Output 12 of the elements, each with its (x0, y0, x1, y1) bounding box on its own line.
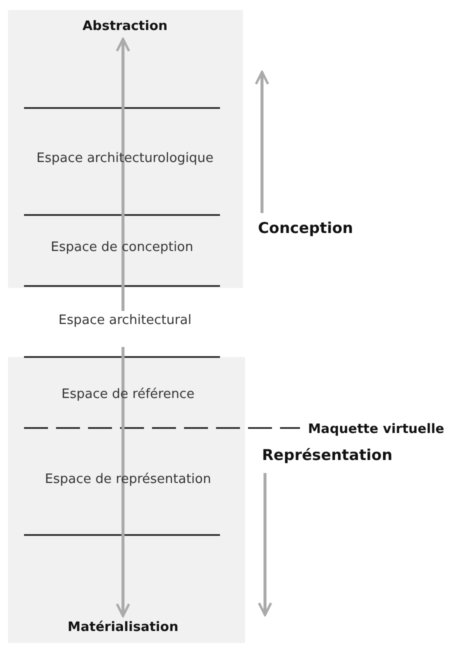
arrow (116, 347, 130, 618)
heading-label: Matérialisation (68, 620, 178, 636)
heading-label: Abstraction (82, 19, 168, 35)
process-label: Représentation (262, 446, 392, 465)
layer-label: Espace de représentation (44, 472, 212, 488)
annotation-label: Maquette virtuelle (308, 421, 444, 438)
layer-label: Espace de conception (50, 240, 194, 256)
layer-label: Espace architecturologique (36, 151, 214, 167)
layer-label: Espace architectural (58, 313, 192, 329)
layer-label: Espace de référence (62, 387, 194, 403)
arrow (116, 38, 130, 311)
process-label: Conception (258, 219, 354, 238)
